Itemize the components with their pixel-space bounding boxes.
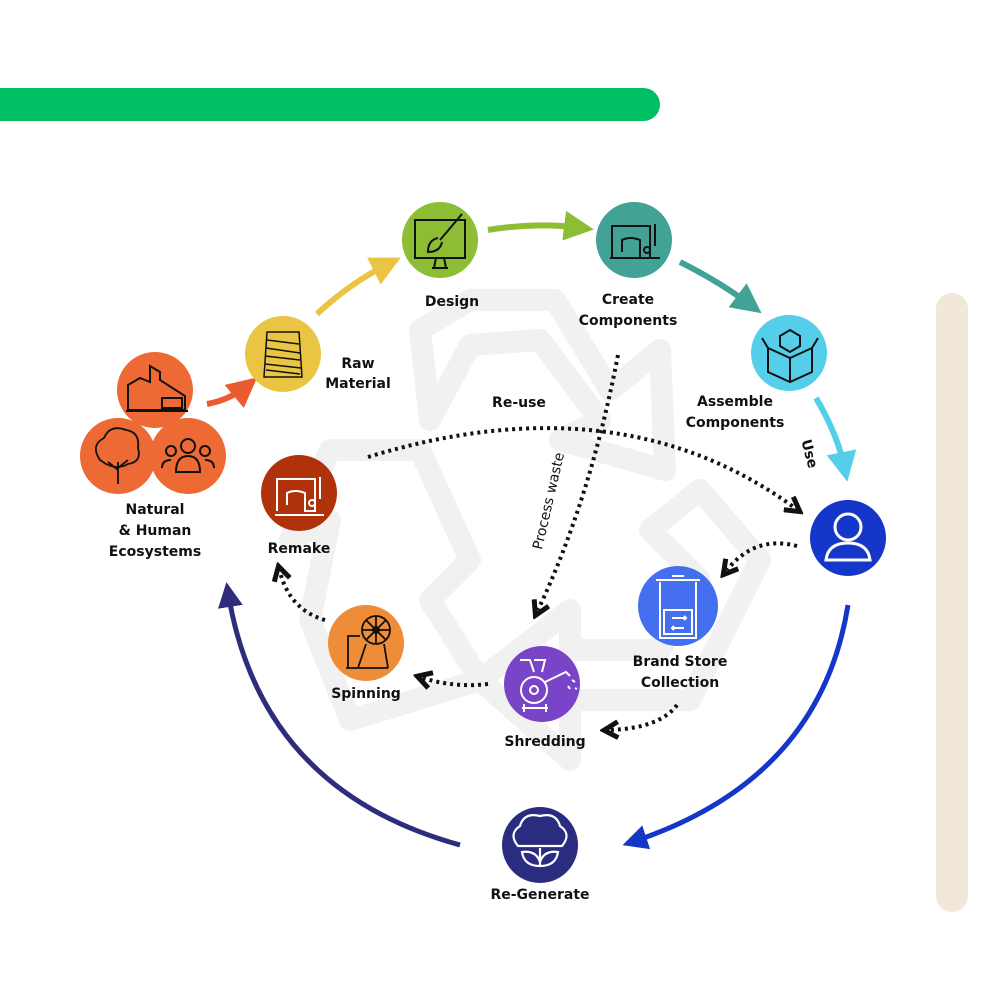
arrow-raw-to-design [314, 257, 401, 317]
shredder-icon [520, 659, 578, 712]
side-accent-bar [936, 293, 968, 912]
brand-store-label-line1: Brand Store [633, 654, 728, 670]
brand-store-label-line2: Collection [641, 675, 719, 691]
arrow-use-to-store [727, 541, 798, 570]
yarn-spool-icon [263, 331, 303, 378]
arrow-store-to-shredding [610, 703, 679, 730]
create-label-line1: Create [602, 292, 654, 308]
node-natural-ecosystems: Natural & Human Ecosystems [80, 352, 226, 560]
shredding-label: Shredding [504, 734, 585, 750]
monitor-brush-icon [414, 213, 466, 269]
create-label-line2: Components [579, 313, 678, 329]
assemble-label-line2: Components [686, 415, 785, 431]
sewing-machine-icon [275, 477, 324, 516]
natural-label-line1: Natural [126, 502, 185, 518]
node-assemble-components: Assemble Components [686, 315, 827, 431]
remake-label: Remake [268, 541, 331, 557]
arrow-process-waste [538, 354, 620, 610]
assemble-label-line1: Assemble [697, 394, 773, 410]
box-icon [761, 328, 819, 384]
node-brand-store-collection: Brand Store Collection [633, 566, 728, 691]
natural-label-line3: Ecosystems [109, 544, 201, 560]
sewing-machine-icon [610, 224, 660, 259]
arrow-natural-to-raw [206, 377, 258, 409]
user-icon [824, 512, 872, 562]
node-use [810, 500, 886, 576]
people-icon [161, 438, 215, 473]
cotton-icon [512, 814, 568, 868]
top-accent-bar [0, 88, 660, 121]
spinning-label: Spinning [331, 686, 401, 702]
node-create-components: Create Components [579, 202, 678, 329]
arrow-design-to-create [487, 210, 594, 241]
arrow-regenerate-to-natural [218, 582, 461, 848]
arrow-create-to-assemble [678, 259, 762, 314]
reuse-label: Re-use [492, 395, 546, 411]
node-regenerate: Re-Generate [490, 807, 590, 903]
natural-label-line2: & Human [119, 523, 192, 539]
raw-material-label-line1: Raw [341, 356, 374, 372]
node-raw-material: Raw Material [245, 316, 391, 392]
recycle-bin-icon [656, 575, 700, 639]
tree-icon [94, 427, 140, 484]
building-icon [126, 364, 188, 412]
use-label: Use [797, 438, 820, 470]
node-shredding: Shredding [504, 646, 586, 750]
design-label: Design [425, 294, 479, 310]
arrow-assemble-to-use [813, 396, 857, 482]
raw-material-label-line2: Material [325, 376, 391, 392]
arrow-use-to-regenerate [622, 604, 851, 850]
node-remake: Remake [261, 455, 337, 557]
node-spinning: Spinning [328, 605, 404, 702]
process-waste-label: Process waste [530, 451, 568, 551]
node-design: Design [402, 202, 479, 310]
spinning-wheel-icon [346, 615, 391, 669]
regenerate-label: Re-Generate [490, 887, 589, 903]
